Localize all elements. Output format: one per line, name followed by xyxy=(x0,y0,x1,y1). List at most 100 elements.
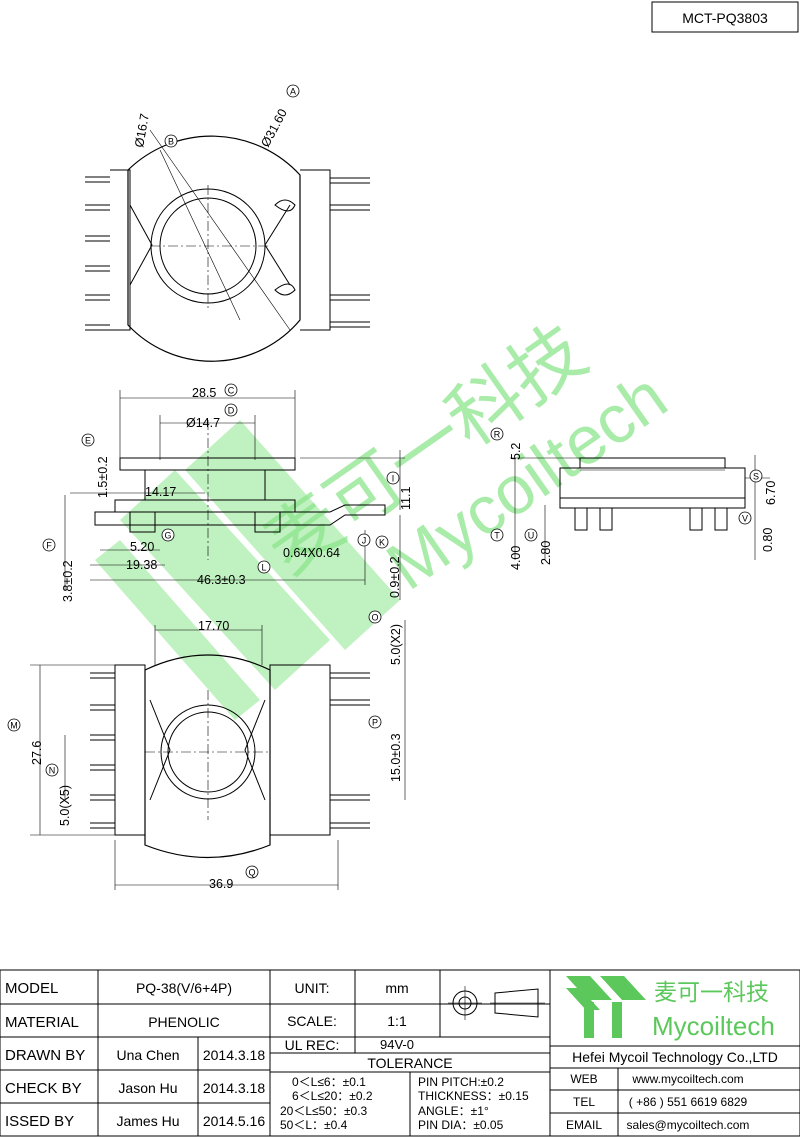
dim-N-text: 5.0(X5) xyxy=(58,785,72,826)
marker-l: L xyxy=(261,563,266,573)
marker-circle-s xyxy=(749,469,763,483)
email-value: sales@mycoiltech.com xyxy=(627,1118,750,1132)
tolerance-label: TOLERANCE xyxy=(367,1055,452,1071)
web-value: www.mycoiltech.com xyxy=(631,1072,743,1086)
marker-u: U xyxy=(528,531,535,541)
marker-g: G xyxy=(164,531,171,541)
company-logo: 麦可一科技 Mycoiltech xyxy=(566,976,775,1041)
marker-k: K xyxy=(379,538,385,548)
marker-i: I xyxy=(392,474,395,484)
dim-T-text: 4.00 xyxy=(509,546,523,570)
marker-circle-g xyxy=(161,528,175,542)
marker-circle-d xyxy=(224,403,238,417)
dim-V-text: 0.80 xyxy=(761,528,775,552)
dim-R-text: 5.2 xyxy=(509,443,523,460)
marker-circle-e xyxy=(81,433,95,447)
tel-value: ( +86 ) 551 6619 6829 xyxy=(629,1095,748,1109)
tel-label: TEL xyxy=(573,1095,595,1109)
dim-F-text: 3.8±0.2 xyxy=(61,560,75,602)
marker-circle-f xyxy=(42,538,56,552)
marker-circle-q xyxy=(245,865,259,879)
tol-line-3: 20＜L≤50：±0.3 xyxy=(280,1104,368,1118)
tol-line-2: 6＜L≤20：±0.2 xyxy=(292,1089,373,1103)
spec-line-1: PIN PITCH:±0.2 xyxy=(418,1075,504,1089)
marker-circle-o xyxy=(368,610,382,624)
marker-d: D xyxy=(228,406,235,416)
material-value: PHENOLIC xyxy=(148,1014,220,1030)
spec-line-2: THICKNESS：±0.15 xyxy=(418,1089,529,1103)
scale-value: 1:1 xyxy=(387,1013,407,1029)
part-code-box: MCT-PQ3803 xyxy=(651,1,799,33)
marker-r: R xyxy=(494,430,501,440)
tol-line-4: 50＜L：±0.4 xyxy=(280,1118,348,1132)
dim-D-text: Ø14.7 xyxy=(186,416,220,430)
marker-circle-b xyxy=(164,134,178,148)
dim-K-text: 0.9±0.2 xyxy=(388,556,402,598)
marker-q: Q xyxy=(248,868,255,878)
front-view xyxy=(64,390,405,600)
marker-o: O xyxy=(371,613,378,623)
dim-U-text: 2.80 xyxy=(539,541,553,565)
dim-L-text: 46.3±0.3 xyxy=(197,573,246,587)
dim-A-text: Ø31.60 xyxy=(258,107,290,150)
title-block: MODEL PQ-38(V/6+4P) MATERIAL PHENOLIC DR… xyxy=(0,969,800,1137)
marker-circle-r xyxy=(490,427,504,441)
issued-label: ISSED BY xyxy=(5,1113,74,1130)
ulrec-label: UL REC: xyxy=(285,1037,340,1053)
part-code: MCT-PQ3803 xyxy=(682,10,768,26)
drawn-date: 2014.3.18 xyxy=(203,1047,265,1063)
check-date: 2014.3.18 xyxy=(203,1080,265,1096)
marker-e: E xyxy=(85,436,91,446)
marker-j: J xyxy=(362,536,367,546)
marker-circle-c xyxy=(224,383,238,397)
marker-circle-l xyxy=(257,560,271,574)
web-label: WEB xyxy=(570,1072,597,1086)
dim-P-text: 15.0±0.3 xyxy=(389,733,403,782)
dim-I-text: 11.1 xyxy=(399,487,413,510)
dim-S-text: 6.70 xyxy=(764,481,778,505)
marker-circle-a xyxy=(286,84,300,98)
check-name: Jason Hu xyxy=(118,1080,177,1096)
marker-circle-u xyxy=(524,528,538,542)
check-label: CHECK BY xyxy=(5,1080,82,1097)
marker-v: V xyxy=(742,514,748,524)
side-view xyxy=(510,455,770,560)
drawn-label: DRAWN BY xyxy=(5,1047,85,1064)
spec-line-3: ANGLE：±1° xyxy=(418,1104,489,1118)
marker-m: M xyxy=(10,721,18,731)
email-label: EMAIL xyxy=(566,1118,602,1132)
projection-symbol-icon xyxy=(448,986,545,1020)
tol-line-1: 0＜L≤6：±0.1 xyxy=(292,1075,366,1089)
logo-en: Mycoiltech xyxy=(652,1011,775,1041)
marker-f: F xyxy=(46,541,52,551)
dim-C-text: 28.5 xyxy=(192,386,216,400)
marker-s: S xyxy=(753,472,759,482)
unit-value: mm xyxy=(385,980,408,996)
material-label: MATERIAL xyxy=(5,1014,79,1031)
top-view xyxy=(85,129,370,362)
ulrec-value: 94V-0 xyxy=(380,1037,414,1052)
dim-H2-text: 19.38 xyxy=(126,558,157,572)
marker-circle-v xyxy=(738,511,752,525)
model-label: MODEL xyxy=(5,980,58,997)
marker-c: C xyxy=(228,386,235,396)
dim-E-text: 1.5±0.2 xyxy=(96,456,110,498)
dim-W-text: 17.70 xyxy=(198,619,229,633)
dim-H-text: 14.17 xyxy=(145,485,176,499)
drawn-name: Una Chen xyxy=(116,1047,179,1063)
marker-t: T xyxy=(494,531,500,541)
dim-B-text: Ø16.7 xyxy=(132,113,152,149)
issued-date: 2014.5.16 xyxy=(203,1113,265,1129)
dim-G-text: 5.20 xyxy=(130,540,154,554)
marker-circle-j xyxy=(357,533,371,547)
company-name: Hefei Mycoil Technology Co.,LTD xyxy=(572,1049,778,1065)
marker-circle-i xyxy=(386,471,400,485)
logo-cn: 麦可一科技 xyxy=(654,980,769,1006)
dim-Q-text: 36.9 xyxy=(209,877,233,891)
marker-circle-m xyxy=(7,718,21,732)
scale-label: SCALE: xyxy=(287,1013,337,1029)
dim-O-text: 5.0(X2) xyxy=(389,624,403,665)
unit-label: UNIT: xyxy=(295,980,330,996)
